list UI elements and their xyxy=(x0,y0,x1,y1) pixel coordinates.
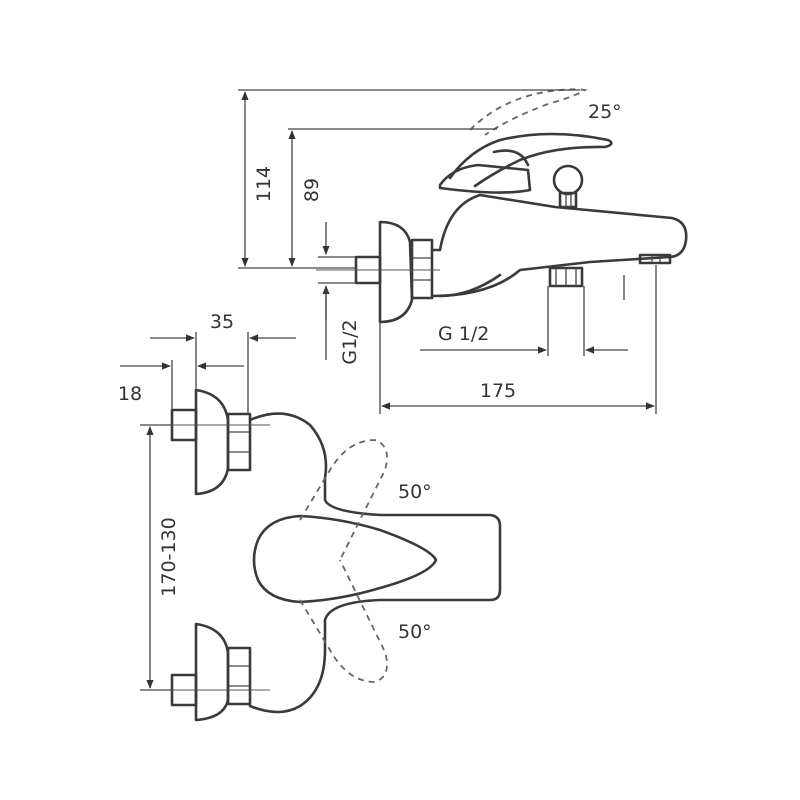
dim-width-35: 35 xyxy=(210,311,234,333)
spout-aerator xyxy=(638,253,672,265)
wall-connector-nut xyxy=(410,238,434,300)
diverter-knob xyxy=(552,164,584,196)
dim-height-114: 114 xyxy=(253,166,275,202)
mixer-body xyxy=(430,193,688,298)
lower-connector-nut xyxy=(226,646,252,706)
lever-handle xyxy=(448,132,613,188)
dim-height-89: 89 xyxy=(301,178,323,202)
lower-wall-flange xyxy=(194,622,230,722)
upper-wall-flange xyxy=(194,388,230,496)
dim-thread-wall: G1/2 xyxy=(339,319,361,364)
angle-lever-up-50: 50° xyxy=(398,481,432,503)
lever-handle-top xyxy=(252,514,438,604)
lever-raised-outline xyxy=(469,88,588,136)
dim-width-18: 18 xyxy=(118,383,142,405)
dim-length-175: 175 xyxy=(480,380,516,402)
upper-connector-nut xyxy=(226,412,252,472)
dim-thread-outlet: G 1/2 xyxy=(438,323,489,345)
angle-lever-25: 25° xyxy=(588,101,622,123)
side-view: 114 89 25° G1/2 G 1/2 175 xyxy=(238,88,688,414)
wall-flange xyxy=(378,220,414,324)
angle-lever-down-50: 50° xyxy=(398,621,432,643)
dim-center-distance: 170-130 xyxy=(158,517,180,596)
lever-rotated-up-outline xyxy=(299,439,388,561)
top-view: 50° 50° 35 18 170-130 xyxy=(118,311,502,722)
lever-rotated-down-outline xyxy=(299,559,388,683)
mixer-body-top xyxy=(248,412,502,714)
